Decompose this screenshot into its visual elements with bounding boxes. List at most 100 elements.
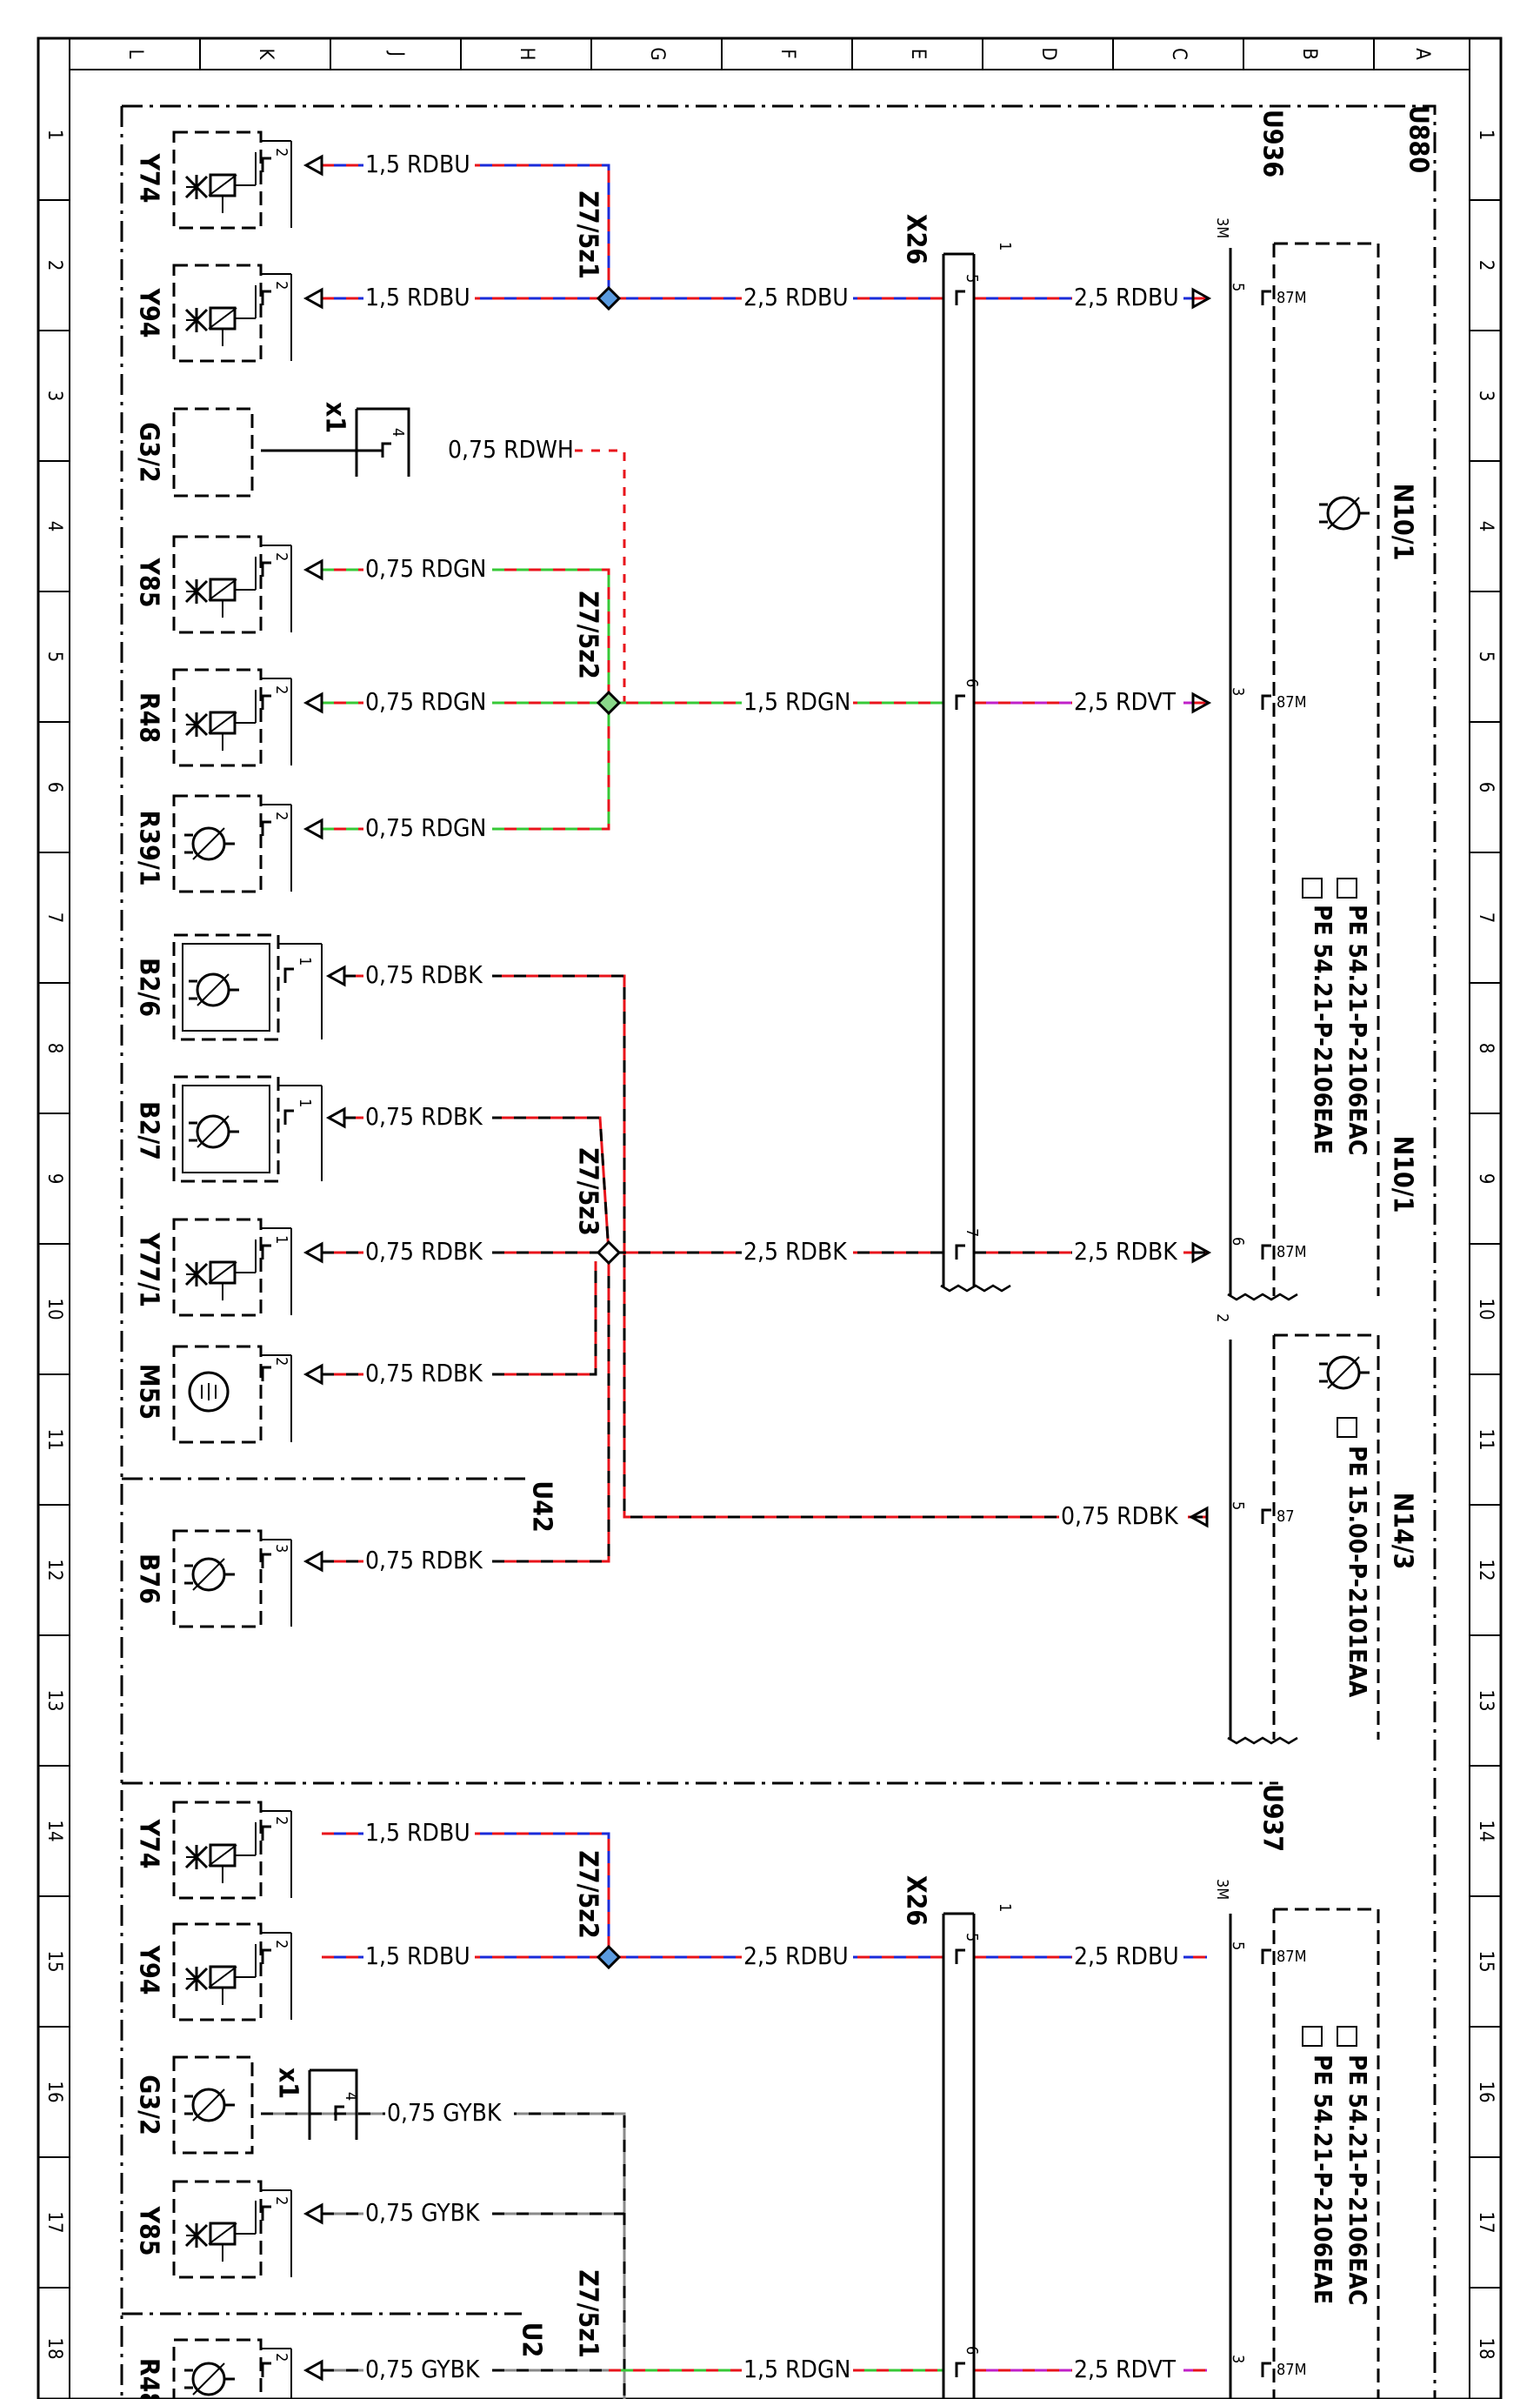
component-n10-1-top: N10/1 [1388,484,1418,561]
grid-row-16-right: 16 [1475,2081,1497,2102]
component-b2-6 [172,933,346,1041]
grid-row-14-right: 14 [1475,1820,1497,1841]
n10-pin-87m-a: 87M [1277,289,1307,307]
wire-label-25-rdbu-x26-out: 2,5 RDBU [1074,283,1179,311]
component-g3-2 [172,407,254,498]
component-y85-bottom [172,2180,323,2279]
n10-pin-87m-b: 87M [1277,693,1307,712]
component-g3-2-bottom [172,2055,254,2155]
component-r48-bottom [172,2338,323,2399]
splice-points [596,285,622,1970]
label-r48: R48 [134,692,164,743]
grid-row-18-right: 18 [1475,2337,1497,2359]
y74b-pin: 2 [272,1816,290,1825]
wire-label-075-rdbk-y77: 0,75 RDBK [365,1237,483,1266]
connector-x26-top: X26 1 5 6 7 [901,214,1014,1293]
connector-x26-bottom: X26 1 5 6 [901,1875,1014,2399]
r48-pin: 2 [272,685,290,694]
module-u2: U2 [517,2322,547,2358]
r48b-pin: 2 [272,2353,290,2362]
component-y94 [172,264,323,363]
wire-label-075-rdwh: 0,75 RDWH [448,435,574,464]
component-r48 [172,668,323,767]
component-n10-1-mid: N10/1 [1388,1136,1418,1213]
grid-row-1-right: 1 [1475,130,1497,141]
component-y85 [172,535,323,634]
y85-pin: 2 [272,552,290,561]
component-y74-bottom [172,1801,292,1900]
connector-x26-pin-head-bottom: 1 [996,1903,1014,1912]
wire-label-25-rdvt-top: 2,5 RDVT [1074,687,1177,716]
module-u42: U42 [527,1480,557,1532]
hand-icon [1302,878,1357,899]
grid-col-E: E [907,49,929,60]
grid-row-18: 18 [43,2337,65,2359]
wire-label-25-rdbu-bottom-out: 2,5 RDBU [1074,1941,1179,1970]
x1-label-bottom: x1 [273,2068,303,2099]
connector-x1-bottom: x1 4 [273,2068,360,2140]
wire-label-075-rdgn-r39: 0,75 RDGN [365,813,486,842]
grid-row-15: 15 [43,1950,65,1972]
grid-row-14: 14 [43,1820,65,1841]
component-r39-1 [172,794,323,893]
module-n10-1-bottom: 3M PE 54.21-P-2106EAC PE 54.21-P-2106EAE… [1213,1879,1380,2399]
grid-col-B: B [1298,48,1320,60]
n14-pin-87: 87 [1277,1507,1295,1526]
grid-row-4: 4 [43,521,65,532]
module-u936: U936 [1257,110,1288,177]
grid-row-10: 10 [43,1298,65,1320]
y94b-pin: 2 [272,1940,290,1948]
reference-pe-54-eae-bottom: PE 54.21-P-2106EAE [1309,2055,1337,2304]
grid-col-F: F [777,49,798,58]
grid-row-markers: 1 1 2 2 3 3 4 4 5 5 6 6 7 7 8 8 9 9 10 1… [38,130,1501,2360]
label-r48-bottom: R48 [134,2358,164,2399]
x1-label-top: x1 [320,402,350,433]
x1-pin-top: 4 [389,428,407,437]
label-b2-6: B2/6 [134,958,164,1017]
grid-col-A: A [1411,48,1433,60]
m55-pin: 2 [272,1357,290,1366]
x1-pin-bottom: 4 [342,2092,360,2101]
module-u880: U880 [1403,105,1434,173]
module-n10-1-top: 3M N10/1 N10/1 PE 54.21-P-2106EAC PE 54.… [1191,217,1418,1301]
wire-label-25-rdbk-out: 2,5 RDBK [1074,1237,1178,1266]
connector-x26-label-bottom: X26 [901,1875,931,1926]
wires [261,164,1207,2399]
n10-pin-5: 5 [1229,283,1247,291]
hand-icon [1337,1417,1357,1438]
wire-label-075-rdbk-b27: 0,75 RDBK [365,1102,483,1131]
label-y94: Y94 [134,287,164,337]
n10-box-label: 3M [1213,217,1231,238]
wire-label-15-rdbu-y74: 1,5 RDBU [365,150,470,178]
wire-label-075-rdbk-b26: 0,75 RDBK [365,960,483,989]
splice-z7-5z1-top: Z7/5z1 [573,190,603,278]
wire-label-075-rdbk-b76: 0,75 RDBK [365,1546,483,1574]
n10b-pin-3: 3 [1229,2355,1247,2363]
n10-pins: 5 87M 3 87M 6 87M [1191,283,1307,1263]
grid-row-6: 6 [43,782,65,793]
connector-x26-pin-head-top: 1 [996,242,1014,251]
wire-label-075-rdgn-r48: 0,75 RDGN [365,687,486,716]
label-y74: Y74 [134,152,164,203]
label-y85-bottom: Y85 [134,2205,164,2255]
label-b76: B76 [134,1554,164,1604]
n10-pin-87m-c: 87M [1277,1243,1307,1261]
n14-pin-5: 5 [1229,1501,1247,1510]
label-g3-2-bottom: G3/2 [134,2075,164,2135]
splice-z7-5z2-top: Z7/5z2 [573,591,603,678]
grid-column-headers: L K J H G F E D C B A [124,38,1433,70]
wire-label-15-rdgn-bottom: 1,5 RDGN [743,2355,850,2383]
y77-pin: 1 [272,1235,290,1244]
x26-pin-6-bottom: 6 [963,2346,981,2355]
splice-labels: Z7/5z1 Z7/5z2 Z7/5z3 Z7/5z2 Z7/5z1 [573,190,603,2357]
label-m55: M55 [134,1364,164,1420]
component-b76 [172,1529,323,1628]
x26-pin-7: 7 [963,1228,981,1237]
wire-label-075-gybk-g32: 0,75 GYBK [387,2098,503,2127]
grid-row-7-right: 7 [1475,912,1497,924]
wire-label-25-rdbk-in: 2,5 RDBK [743,1237,848,1266]
splice-z7-5z3: Z7/5z3 [573,1147,603,1235]
component-y74 [172,130,323,230]
grid-row-9-right: 9 [1475,1173,1497,1185]
grid-col-G: G [646,47,668,60]
